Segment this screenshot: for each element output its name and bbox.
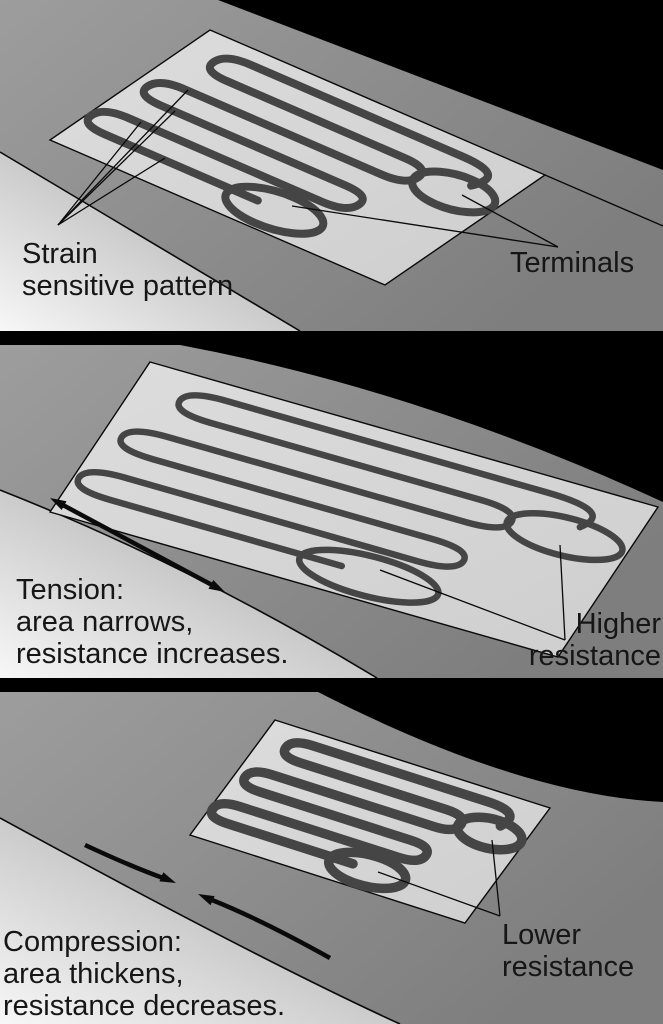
beam-far-edge — [544, 174, 663, 227]
higher-resistance-line2: resistance — [528, 640, 661, 672]
background-corner — [218, 0, 663, 170]
background-corner — [180, 345, 663, 502]
background-corner — [318, 692, 663, 802]
gauge-foil — [188, 719, 552, 924]
panel-tension — [0, 345, 663, 678]
panel-unstrained — [0, 0, 663, 331]
gauge-foil — [48, 29, 547, 286]
pattern-leader-lines — [57, 89, 189, 226]
terminals-label-line1: Terminals — [510, 247, 635, 279]
lower-resistance-label: Lower resistance — [502, 919, 634, 983]
tension-caption-line1: Tension: — [16, 574, 125, 606]
beam-side-face — [0, 818, 400, 1024]
compression-arrows — [84, 842, 332, 960]
gauge-foil — [48, 361, 660, 658]
terminals-leader-lines — [291, 194, 559, 248]
resistance-leader-lines — [377, 839, 501, 917]
terminals-label: Terminals — [510, 247, 634, 279]
tension-caption-line3: resistance increases. — [16, 638, 289, 670]
beam-edge — [0, 817, 401, 1024]
higher-resistance-line1: Higher — [575, 608, 661, 640]
strain-pattern-label-line1: Strain — [22, 238, 98, 270]
strain-pattern-label-line2: sensitive pattern — [22, 270, 234, 302]
compression-caption-line2: area thickens, — [3, 958, 184, 990]
compression-caption: Compression: area thickens, resistance d… — [3, 926, 285, 1022]
resistance-leader-lines — [379, 544, 566, 641]
lower-resistance-line2: resistance — [502, 951, 635, 983]
tension-caption-line2: area narrows, — [16, 606, 194, 638]
higher-resistance-label: Higher resistance — [529, 608, 661, 672]
compression-caption-line3: resistance decreases. — [3, 990, 286, 1022]
tension-arrow — [50, 498, 225, 592]
compression-caption-line1: Compression: — [3, 926, 182, 958]
strain-pattern-label: Strain sensitive pattern — [22, 238, 233, 302]
beam-edge — [0, 151, 301, 331]
beam-side-face — [0, 490, 377, 678]
panel-compression — [0, 692, 663, 1024]
lower-resistance-line1: Lower — [502, 919, 581, 951]
tension-caption: Tension: area narrows, resistance increa… — [16, 574, 288, 670]
